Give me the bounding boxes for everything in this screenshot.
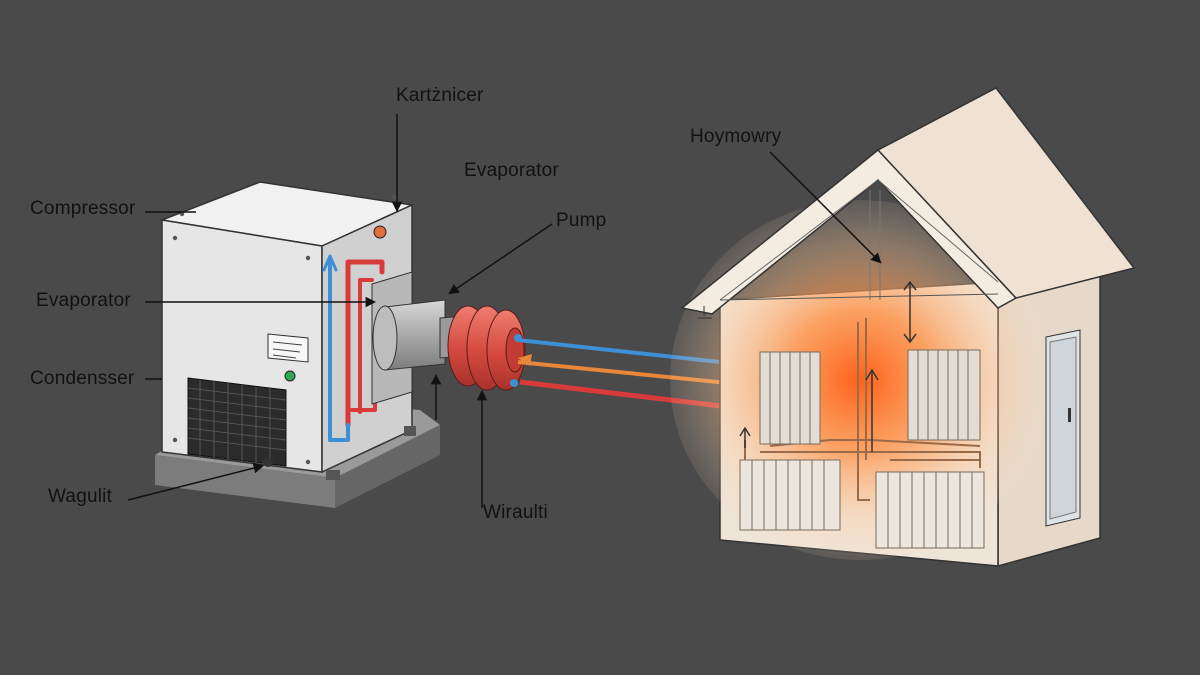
heat-pump-unit [159, 181, 416, 480]
nameplate-icon [267, 333, 309, 363]
callout-lines [127, 114, 882, 508]
label-pump: Pump [556, 210, 607, 231]
internal-pipes [322, 254, 385, 442]
radiator-icon [759, 351, 821, 445]
house [670, 87, 1136, 567]
label-evaporator-left: Evaporator [36, 290, 131, 311]
grille-icon [187, 377, 287, 467]
radiator-icon [875, 471, 985, 549]
house-roof-side [876, 87, 1136, 299]
label-condenser: Condensser [30, 368, 135, 389]
label-compressor: Compressor [30, 198, 136, 219]
label-wiraulti: Wiraulti [483, 502, 548, 523]
arrow-icon [739, 280, 917, 452]
label-wagulit: Wagulit [48, 486, 113, 507]
door-icon [1045, 329, 1081, 527]
radiator-icon [907, 349, 981, 441]
radiator-icon [739, 459, 841, 531]
label-hoymowry: Hoymowry [690, 126, 782, 147]
label-kartznicer: Kartżnicer [396, 85, 484, 106]
pump [447, 305, 526, 391]
label-evaporator-top: Evaporator [464, 160, 559, 181]
